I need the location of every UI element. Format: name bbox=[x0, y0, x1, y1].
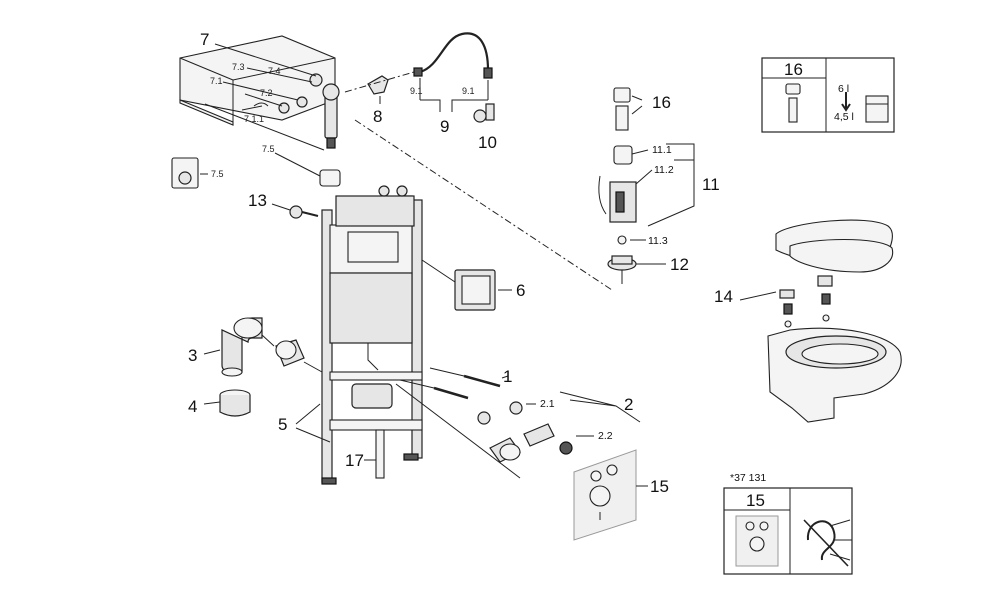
no-noise-ear-icon bbox=[803, 519, 852, 567]
part-16-cap-set bbox=[613, 87, 643, 131]
callout-7-4: 7.4 bbox=[268, 66, 281, 76]
assembly-path-flush-valve bbox=[354, 119, 613, 291]
part-2-caps bbox=[477, 401, 536, 425]
part-11-leaders bbox=[630, 143, 695, 265]
callout-10: 10 bbox=[478, 133, 497, 152]
part-13-wall-anchor bbox=[271, 203, 319, 219]
part-15-insulation-mat bbox=[573, 449, 648, 541]
part-7-leaders bbox=[204, 43, 325, 177]
callout-7: 7 bbox=[200, 30, 209, 49]
callout-12: 12 bbox=[670, 255, 689, 274]
callout-15: 15 bbox=[650, 477, 669, 496]
callout-9: 9 bbox=[440, 117, 449, 136]
callout-5: 5 bbox=[278, 415, 287, 434]
callout-7-5-side: 7.5 bbox=[211, 169, 224, 179]
inset-16-title: 16 bbox=[784, 60, 803, 79]
callout-9-1-left: 9.1 bbox=[410, 86, 423, 96]
part-2-pipe bbox=[489, 423, 594, 463]
part-4-seal-ring bbox=[203, 389, 251, 417]
callout-1: 1 bbox=[503, 367, 512, 386]
installation-frame bbox=[321, 185, 423, 485]
part-14-toilet-seat bbox=[739, 219, 894, 328]
inset-15-box bbox=[723, 487, 853, 575]
part-9-hose bbox=[413, 32, 493, 79]
leader-9-bracket bbox=[420, 99, 488, 112]
callout-17: 17 bbox=[345, 451, 364, 470]
part-6-actuator-plate bbox=[421, 259, 512, 311]
callout-9-1-right: 9.1 bbox=[462, 86, 475, 96]
part-3-flush-bend bbox=[203, 317, 263, 377]
part-11-flush-valve bbox=[598, 145, 637, 284]
callout-16: 16 bbox=[652, 93, 671, 112]
callout-4: 4 bbox=[188, 397, 197, 416]
callout-13: 13 bbox=[248, 191, 267, 210]
callout-7-2: 7.2 bbox=[260, 88, 273, 98]
callout-2-2: 2.2 bbox=[598, 430, 613, 442]
part-10-angle-valve bbox=[473, 103, 495, 123]
part-1-threaded-rods bbox=[399, 367, 509, 400]
callout-11-2: 11.2 bbox=[654, 164, 674, 176]
inset-16-box bbox=[761, 57, 895, 133]
callout-7-1: 7.1 bbox=[210, 76, 223, 86]
leader-2-assembly bbox=[395, 383, 521, 479]
assembly-path-hose bbox=[344, 71, 415, 93]
inset-15-title: 15 bbox=[746, 491, 765, 510]
callout-3: 3 bbox=[188, 346, 197, 365]
part-8-bracket bbox=[367, 75, 389, 104]
callout-7-1-1: 7.1.1 bbox=[244, 114, 264, 124]
callout-6: 6 bbox=[516, 281, 525, 300]
callout-8: 8 bbox=[373, 107, 382, 126]
part-7-5-package bbox=[171, 157, 208, 189]
callout-7-3: 7.3 bbox=[232, 62, 245, 72]
callout-7-5: 7.5 bbox=[262, 144, 275, 154]
inset-15-note: *37 131 bbox=[730, 472, 766, 484]
part-17-mounting-bracket bbox=[364, 429, 385, 479]
inset-16-flush-small: 4,5 l bbox=[834, 111, 854, 123]
callout-11: 11 bbox=[702, 175, 720, 194]
callout-11-3: 11.3 bbox=[648, 235, 668, 247]
wall-hung-toilet-bowl bbox=[767, 327, 902, 423]
callout-14: 14 bbox=[714, 287, 733, 306]
callout-2-1: 2.1 bbox=[540, 398, 555, 410]
callout-2: 2 bbox=[624, 395, 633, 414]
part-5-leaders bbox=[295, 403, 331, 443]
leader-2 bbox=[559, 391, 641, 423]
callout-11-1: 11.1 bbox=[652, 144, 672, 156]
part-3-connector-sleeve bbox=[261, 334, 323, 373]
inset-16-flush-large: 6 l bbox=[838, 83, 849, 95]
